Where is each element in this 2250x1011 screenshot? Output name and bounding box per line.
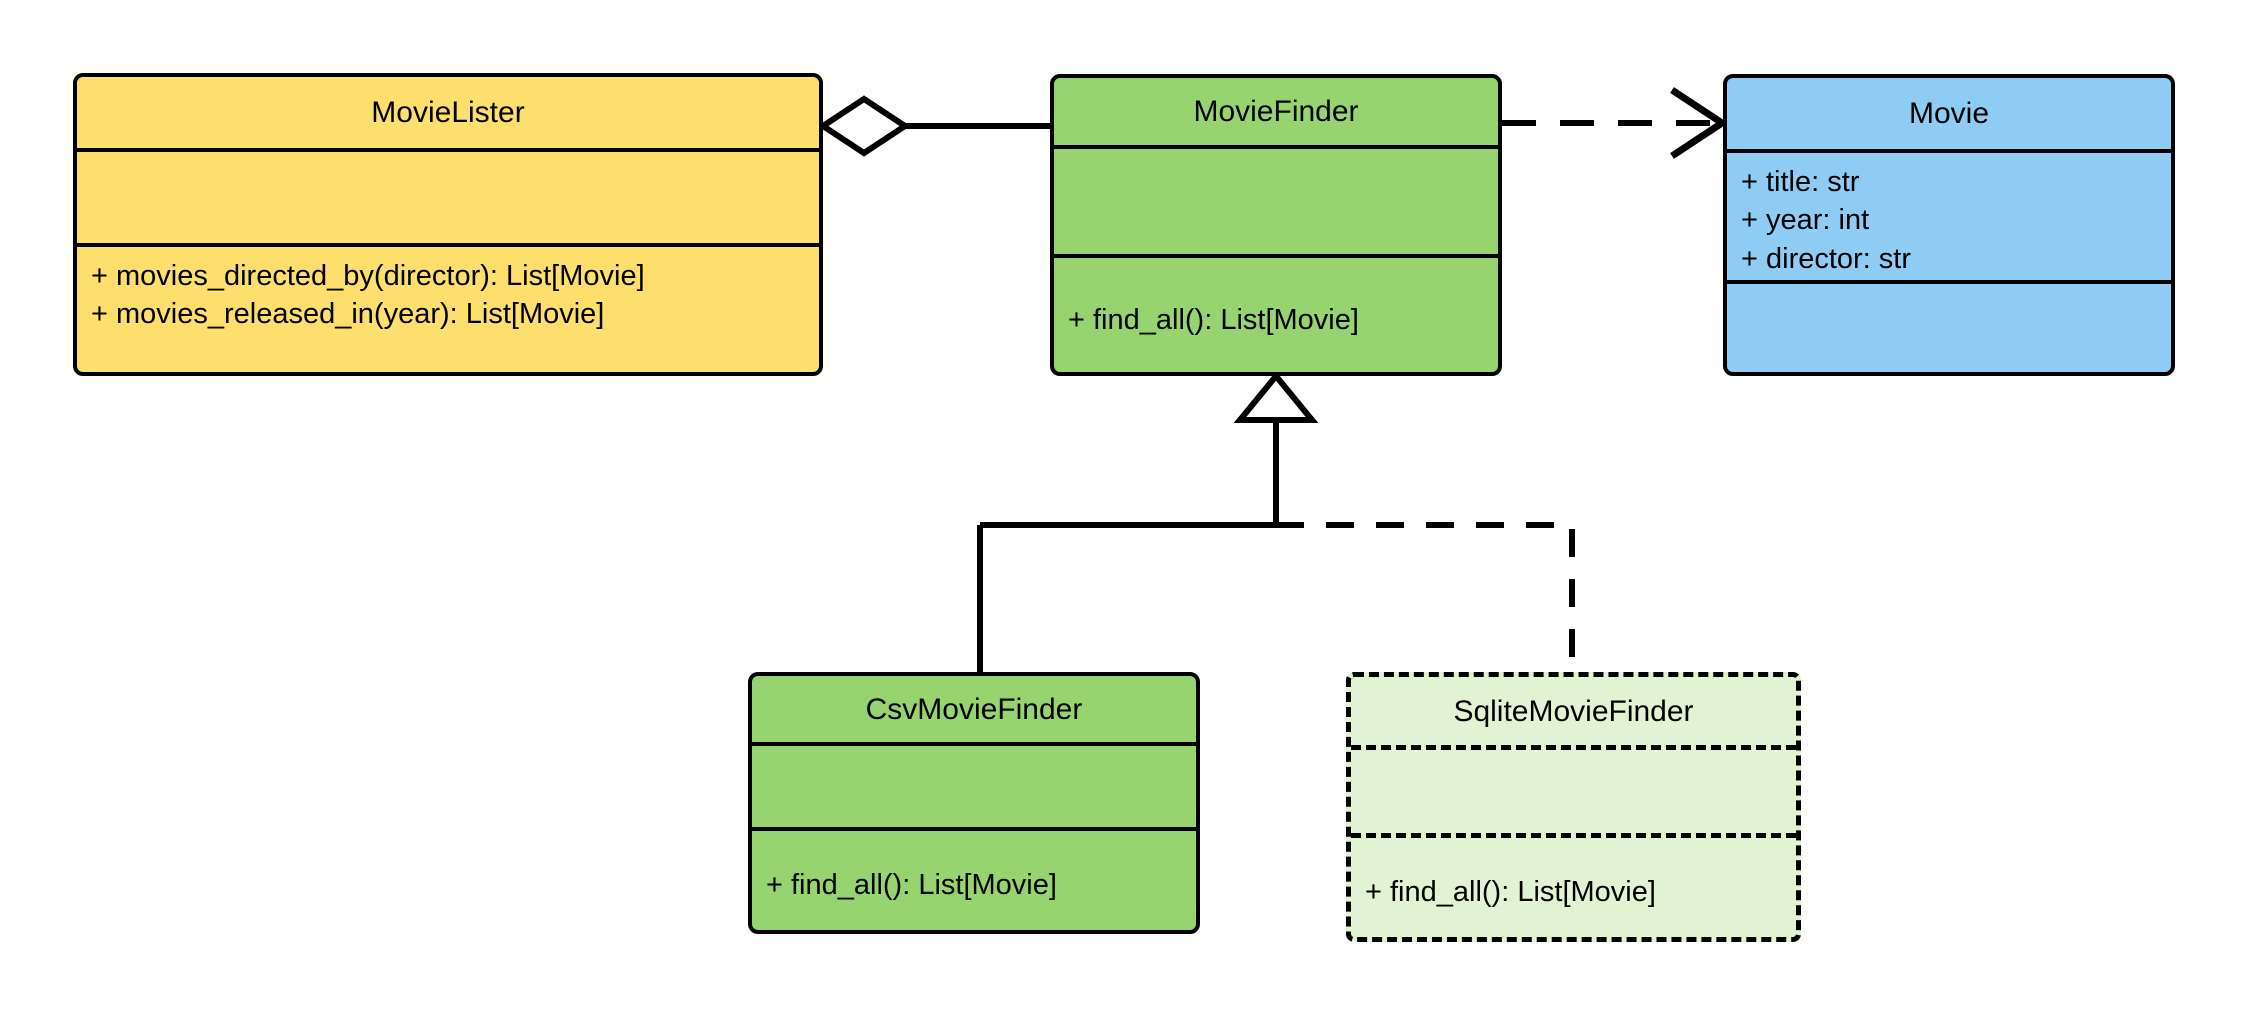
- class-name-compartment: MovieFinder: [1054, 78, 1498, 145]
- class-name-compartment: CsvMovieFinder: [752, 676, 1196, 742]
- open-arrow-icon: [1670, 87, 1729, 159]
- methods-compartment: + find_all(): List[Movie]: [752, 827, 1196, 930]
- attributes-compartment: [1054, 145, 1498, 254]
- edge-aggregation-movielister-moviefinder[interactable]: [817, 95, 1050, 157]
- class-name-compartment: Movie: [1727, 78, 2171, 149]
- hollow-triangle-icon: [1233, 371, 1319, 423]
- method-item: + movies_directed_by(director): List[Mov…: [91, 260, 645, 292]
- class-name-label: SqliteMovieFinder: [1453, 694, 1694, 728]
- edge-generalization-sqlitemoviefinder-moviefinder[interactable]: [1276, 522, 1575, 672]
- hollow-diamond-icon: [817, 95, 911, 157]
- attribute-item: + title: str: [1741, 166, 1860, 198]
- attributes-compartment: [1351, 745, 1796, 833]
- class-box-movielister[interactable]: MovieLister + movies_directed_by(directo…: [73, 73, 823, 376]
- attribute-item: + year: int: [1741, 204, 1870, 237]
- attributes-compartment: [77, 148, 819, 243]
- class-name-label: Movie: [1908, 97, 1990, 130]
- methods-compartment: + find_all(): List[Movie]: [1054, 254, 1498, 372]
- methods-compartment: + find_all(): List[Movie]: [1351, 833, 1796, 937]
- class-box-moviefinder[interactable]: MovieFinder + find_all(): List[Movie]: [1050, 74, 1502, 376]
- class-box-csvmoviefinder[interactable]: CsvMovieFinder + find_all(): List[Movie]: [748, 672, 1200, 934]
- methods-compartment: [1727, 280, 2171, 372]
- class-name-label: MovieFinder: [1193, 95, 1359, 128]
- class-name-label: CsvMovieFinder: [865, 692, 1083, 726]
- class-box-movie[interactable]: Movie + title: str + year: int + directo…: [1723, 74, 2175, 376]
- method-item: + find_all(): List[Movie]: [1068, 303, 1359, 336]
- edge-generalization-csvmoviefinder-moviefinder[interactable]: [977, 371, 1319, 672]
- method-item: + find_all(): List[Movie]: [1365, 876, 1656, 909]
- method-item: + find_all(): List[Movie]: [766, 869, 1057, 902]
- edge-dependency-moviefinder-movie[interactable]: [1502, 87, 1729, 159]
- attributes-compartment: + title: str + year: int + director: str: [1727, 149, 2171, 280]
- class-name-compartment: SqliteMovieFinder: [1351, 677, 1796, 745]
- attributes-compartment: [752, 742, 1196, 827]
- attribute-item: + director: str: [1741, 242, 1912, 275]
- class-box-sqlitemoviefinder[interactable]: SqliteMovieFinder + find_all(): List[Mov…: [1346, 672, 1801, 942]
- class-name-compartment: MovieLister: [77, 77, 819, 148]
- method-item: + movies_released_in(year): List[Movie]: [91, 298, 605, 331]
- methods-compartment: + movies_directed_by(director): List[Mov…: [77, 243, 819, 372]
- class-name-label: MovieLister: [371, 96, 525, 129]
